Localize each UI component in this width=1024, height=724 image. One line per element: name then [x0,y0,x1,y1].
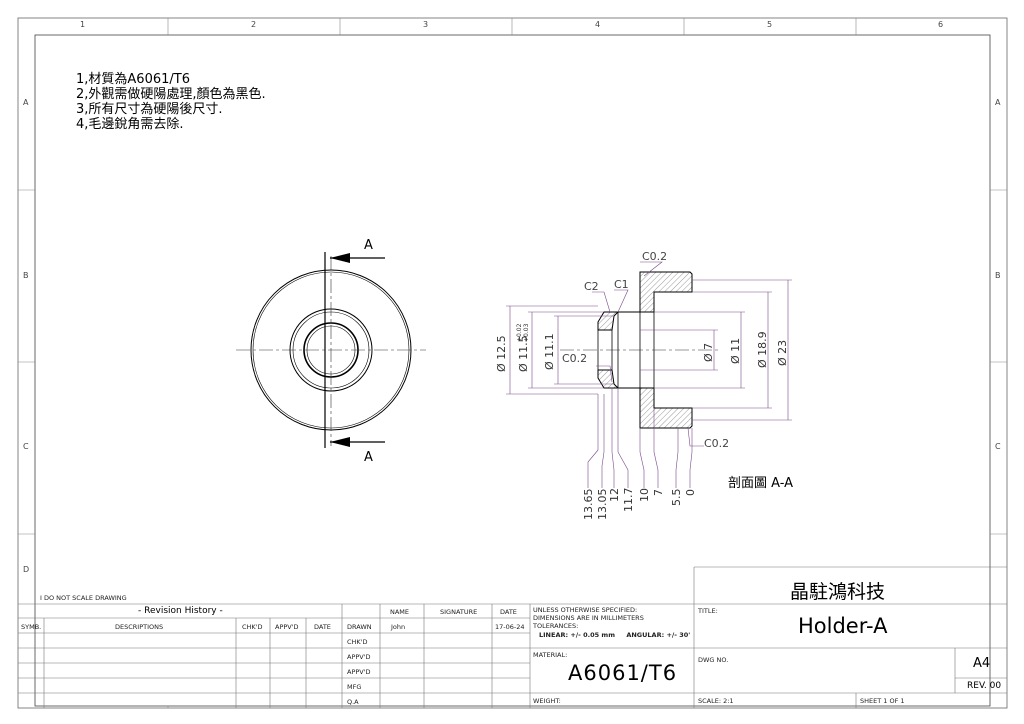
zone-row-d: D [23,565,30,574]
chamfer-c02-top: C0.2 [642,250,668,263]
zone-col-5: 5 [767,20,773,29]
sheet-count: SHEET 1 OF 1 [860,697,905,705]
revision-history-title: - Revision History - [138,606,223,616]
material-label: MATERIAL: [533,651,568,659]
rev-header-appvd: APPV'D [275,623,299,631]
scale: SCALE: 2:1 [698,697,734,705]
rev-header-chkd: CHK'D [242,623,263,631]
sign-date-drawn: 17-06-24 [495,623,525,631]
rev-header-date: DATE [314,623,331,631]
angular-label: ANGULAR: [626,631,665,639]
section-label-top: A [364,238,373,253]
sign-role-chkd: CHK'D [347,638,368,646]
dwg-no-label: DWG NO. [698,656,729,664]
linear-label: LINEAR: [539,631,569,639]
note-1: 1,材質為A6061/T6 [76,72,190,87]
revision: REV. 00 [967,681,1002,691]
tolerance-line-2: DIMENSIONS ARE IN MILLIMETERS [533,614,644,622]
section-label-bottom: A [364,450,373,465]
chamfer-c02-bottom: C0.2 [704,437,730,450]
sign-name-drawn: John [391,623,406,631]
zone-col-6: 6 [938,20,944,29]
title-label: TITLE: [698,607,718,615]
sign-role-drawn: DRAWN [347,623,372,631]
zone-row-b: B [23,271,29,280]
angular-value: +/- 30' [666,631,691,639]
weight-label: WEIGHT: [533,697,561,705]
zone-col-3: 3 [423,20,429,29]
rev-header-symb: SYMB. [21,623,42,631]
linear-tolerance: LINEAR: +/- 0.05 mm ANGULAR: +/- 30' [539,631,690,639]
sign-role-mfg: MFG [347,683,362,691]
chamfer-c1: C1 [614,278,629,291]
note-4: 4,毛邊銳角需去除. [76,117,184,132]
sign-header-date: DATE [500,608,517,616]
sign-role-appvd-1: APPV'D [347,653,371,661]
section-caption: 剖面圖 A-A [728,476,794,491]
tolerance-line-3: TOLERANCES: [533,622,579,630]
chamfer-c2: C2 [584,280,599,293]
zone-col-4: 4 [595,20,601,29]
sheet-size: A4 [973,656,991,671]
do-not-scale-note: I DO NOT SCALE DRAWING [40,594,127,602]
note-2: 2,外觀需做硬陽處理,顏色為黑色. [76,87,266,102]
zone-row-a-right: A [995,98,1001,107]
tolerance-line-1: UNLESS OTHERWISE SPECIFIED: [533,606,638,614]
zone-col-1: 1 [80,20,86,29]
general-notes: 1,材質為A6061/T6 2,外觀需做硬陽處理,顏色為黑色. 3,所有尺寸為硬… [76,72,266,132]
company-name: 晶駐鴻科技 [790,581,886,603]
linear-value: +/- 0.05 mm [570,631,615,639]
zone-row-b-right: B [995,271,1001,280]
zone-col-2: 2 [251,20,257,29]
note-3: 3,所有尺寸為硬陽後尺寸. [76,102,223,117]
sign-role-appvd-2: APPV'D [347,668,371,676]
zone-row-a: A [23,98,29,107]
material-value: A6061/T6 [568,661,678,685]
drawing-title: Holder-A [798,614,888,638]
zone-row-c: C [23,442,29,451]
sign-header-name: NAME [390,608,410,616]
sign-role-qa: Q.A [347,698,359,706]
rev-header-descriptions: DESCRIPTIONS [115,623,164,631]
sign-header-signature: SIGNATURE [440,608,478,616]
zone-row-c-right: C [995,442,1001,451]
chamfer-c02-bore: C0.2 [562,352,588,365]
